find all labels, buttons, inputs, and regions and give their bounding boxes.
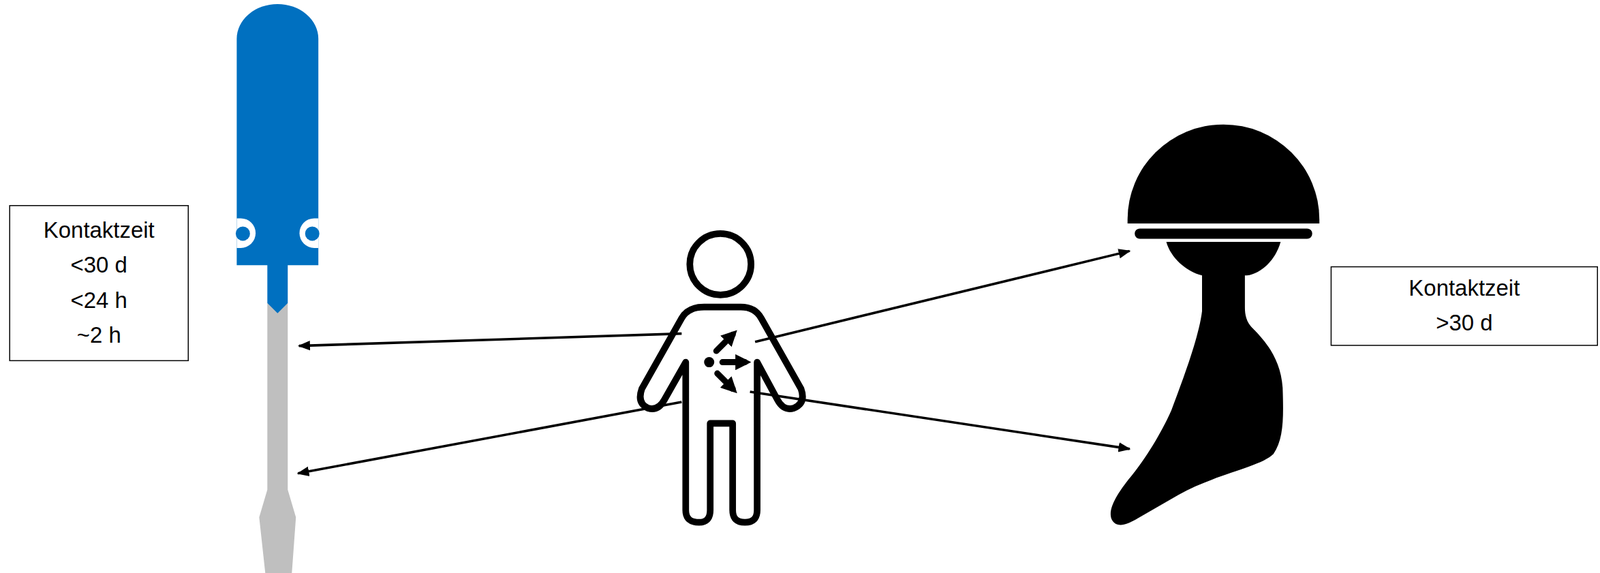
box-heading: Kontaktzeit [1408,271,1520,307]
pointer-arrows [297,250,1130,473]
time-value: <24 h [70,283,128,319]
time-value: ~2 h [77,318,122,354]
time-value: >30 d [1435,305,1493,342]
screwdriver-icon [235,4,320,573]
time-box: Kontaktzeit>30 d [1330,266,1598,347]
joystick-icon [1110,124,1320,526]
time-value: <30 d [70,248,128,284]
time-box: Kontaktzeit<30 d<24 h~2 h [8,205,189,362]
person-icon [640,233,803,523]
box-heading: Kontaktzeit [43,212,155,249]
